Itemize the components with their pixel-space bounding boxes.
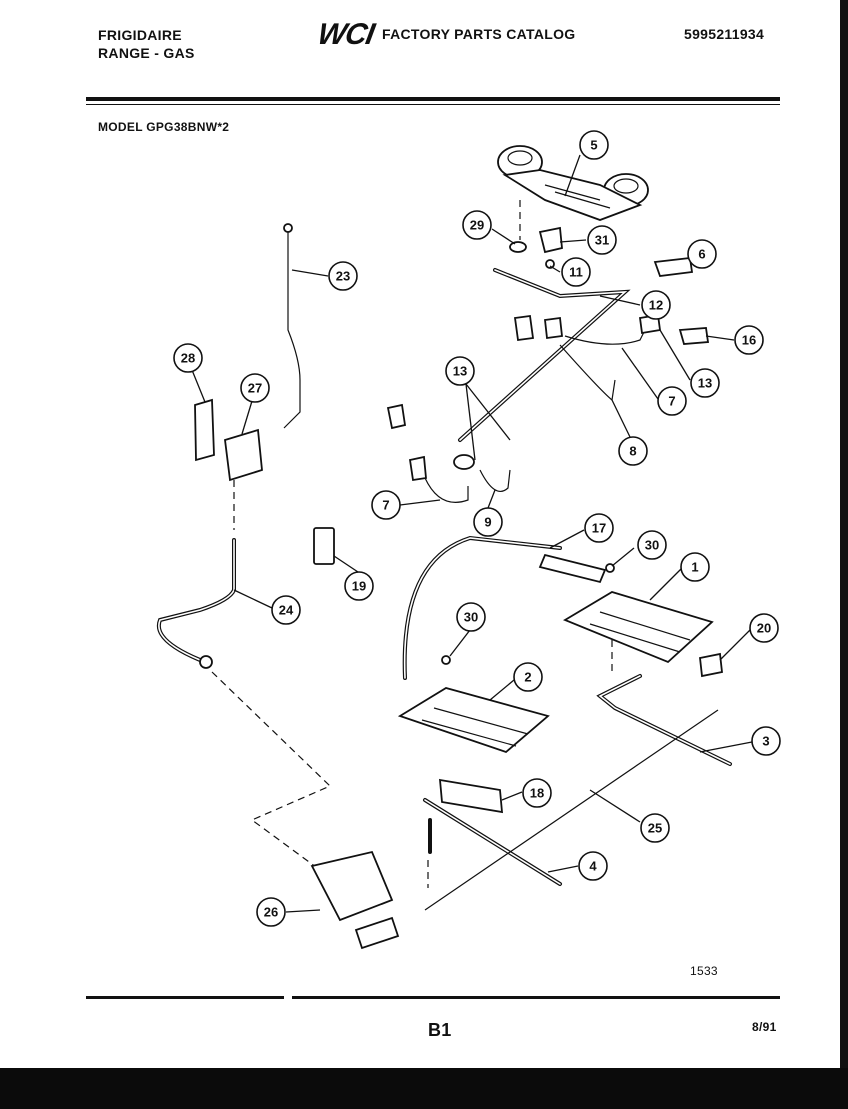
callout-label: 31 bbox=[595, 233, 609, 248]
callout-5: 5 bbox=[579, 130, 609, 160]
callout-label: 3 bbox=[762, 734, 769, 749]
callout-label: 4 bbox=[589, 859, 597, 874]
orifice-washer bbox=[509, 241, 527, 253]
catalog-title: FACTORY PARTS CATALOG bbox=[382, 26, 576, 42]
leader-lines bbox=[191, 154, 753, 913]
callout-19: 19 bbox=[344, 571, 374, 601]
oven-valve-26 bbox=[310, 850, 394, 922]
callout-label: 24 bbox=[279, 603, 294, 618]
callout-17: 17 bbox=[584, 513, 614, 543]
bracket-6 bbox=[653, 257, 694, 277]
callout-13-right: 13 bbox=[690, 368, 720, 398]
bake-igniter-18 bbox=[438, 778, 504, 814]
callout-label: 30 bbox=[645, 538, 659, 553]
callout-20: 20 bbox=[749, 613, 779, 643]
callout-13-left: 13 bbox=[445, 356, 475, 386]
callout-24: 24 bbox=[271, 595, 301, 625]
thermostat-27 bbox=[224, 428, 263, 482]
product-type: RANGE - GAS bbox=[98, 45, 195, 61]
callout-label: 9 bbox=[484, 515, 491, 530]
callout-label: 13 bbox=[698, 376, 712, 391]
spark-module-19 bbox=[313, 527, 335, 565]
callout-label: 27 bbox=[248, 381, 262, 396]
print-date: 8/91 bbox=[752, 1020, 777, 1034]
callout-8: 8 bbox=[618, 436, 648, 466]
brand-block: FRIGIDAIRE RANGE - GAS bbox=[98, 26, 195, 62]
scan-bottom-band bbox=[0, 1068, 848, 1109]
spark-electrode-11 bbox=[545, 259, 555, 269]
switch-16 bbox=[678, 327, 710, 345]
callout-label: 30 bbox=[464, 610, 478, 625]
callout-label: 23 bbox=[336, 269, 350, 284]
callout-30-right: 30 bbox=[637, 530, 667, 560]
callout-label: 1 bbox=[691, 560, 698, 575]
callout-18: 18 bbox=[522, 778, 552, 808]
callout-31: 31 bbox=[587, 225, 617, 255]
callout-label: 20 bbox=[757, 621, 771, 636]
callout-label: 2 bbox=[524, 670, 531, 685]
callout-label: 26 bbox=[264, 905, 278, 920]
page-label: B1 bbox=[428, 1020, 452, 1040]
callout-label: 25 bbox=[648, 821, 662, 836]
callout-7-right: 7 bbox=[657, 386, 687, 416]
callout-1: 1 bbox=[680, 552, 710, 582]
callout-label: 7 bbox=[668, 394, 675, 409]
callout-7-left: 7 bbox=[371, 490, 401, 520]
callout-label: 19 bbox=[352, 579, 366, 594]
callout-25: 25 bbox=[640, 813, 670, 843]
callout-label: 8 bbox=[629, 444, 636, 459]
callout-label: 5 bbox=[590, 138, 597, 153]
callout-6: 6 bbox=[687, 239, 717, 269]
bracket-28 bbox=[194, 398, 215, 462]
callout-11: 11 bbox=[561, 257, 591, 287]
callout-label: 13 bbox=[453, 364, 467, 379]
callout-label: 17 bbox=[592, 521, 606, 536]
callout-4: 4 bbox=[578, 851, 608, 881]
callout-12: 12 bbox=[641, 290, 671, 320]
callout-23: 23 bbox=[328, 261, 358, 291]
fitting-20 bbox=[699, 652, 723, 678]
scan-edge-band bbox=[840, 0, 848, 1068]
callout-label: 7 bbox=[382, 498, 389, 513]
callout-label: 16 bbox=[742, 333, 756, 348]
callout-30-left: 30 bbox=[456, 602, 486, 632]
callout-28: 28 bbox=[173, 343, 203, 373]
model-number: MODEL GPG38BNW*2 bbox=[98, 120, 230, 134]
top-burner-assembly bbox=[497, 145, 649, 221]
burner-valves bbox=[386, 314, 563, 482]
callout-label: 28 bbox=[181, 351, 195, 366]
footer-rule-right bbox=[292, 996, 780, 999]
bake-burner bbox=[397, 687, 550, 754]
callout-label: 18 bbox=[530, 786, 544, 801]
diagram-code: 1533 bbox=[690, 964, 718, 978]
callout-label: 6 bbox=[698, 247, 705, 262]
callout-27: 27 bbox=[240, 373, 270, 403]
callout-label: 12 bbox=[649, 298, 663, 313]
callout-label: 11 bbox=[569, 265, 583, 280]
header-rule-thick bbox=[86, 97, 780, 101]
catalog-number: 5995211934 bbox=[684, 26, 765, 42]
bracket-31 bbox=[538, 226, 563, 254]
callout-2: 2 bbox=[513, 662, 543, 692]
callout-26: 26 bbox=[256, 897, 286, 927]
callout-16: 16 bbox=[734, 325, 764, 355]
broil-burner bbox=[562, 591, 714, 664]
callout-label: 29 bbox=[470, 218, 484, 233]
footer-rule-left bbox=[86, 996, 284, 999]
callout-9: 9 bbox=[473, 507, 503, 537]
callout-29: 29 bbox=[462, 210, 492, 240]
header-rule-thin bbox=[86, 104, 780, 105]
callout-3: 3 bbox=[751, 726, 781, 756]
oven-igniter-17 bbox=[538, 553, 607, 584]
brand-name: FRIGIDAIRE bbox=[98, 27, 182, 43]
